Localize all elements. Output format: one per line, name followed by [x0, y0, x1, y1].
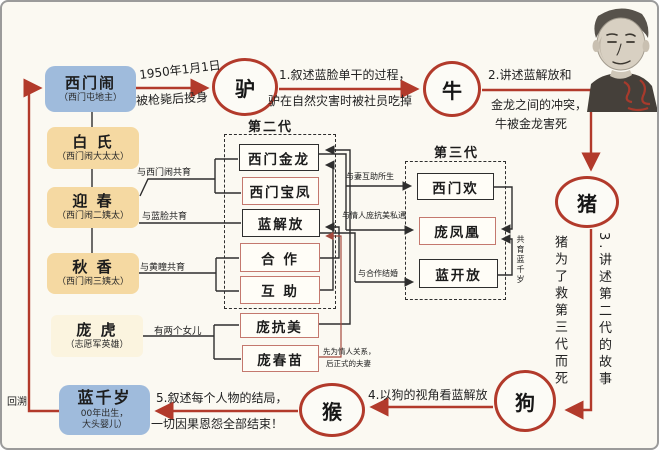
- edge-label-with-hezuo: 与合作结婚: [358, 269, 398, 278]
- gen3-box-ximen-huan: 西门欢: [417, 173, 494, 200]
- gen2-box-ximen-baofeng: 西门宝凤: [242, 177, 319, 205]
- character-desc-line1: 00年出生，: [80, 408, 129, 419]
- note-3-line2: 猪为了救第三代而死: [552, 235, 567, 388]
- character-box-lan-qiansui: 蓝千岁 00年出生， 大头婴儿）: [59, 385, 150, 435]
- character-desc-line2: 大头婴儿）: [81, 420, 127, 431]
- character-box-bai-shi: 白 氏 （西门闹大太太）: [47, 127, 139, 169]
- monkey-node: 猴: [299, 383, 365, 437]
- character-box-ying-chun: 迎 春 （西门闹二姨太）: [47, 187, 139, 228]
- gen3-box-pang-fenghuang: 庞凤凰: [419, 217, 496, 245]
- note-3-line1: 3.讲述第二代的故事: [596, 232, 611, 389]
- character-desc: （西门闹二姨太）: [56, 211, 129, 222]
- character-name: 西门闹: [64, 73, 116, 92]
- bracket-panghu-daughters: [143, 324, 241, 360]
- character-desc: （西门屯地主）: [58, 92, 122, 103]
- note-2-line2: 金龙之间的冲突，: [491, 98, 588, 112]
- arrow-kaifang-to-fenghuang: [497, 234, 513, 276]
- arrow-backtrack-to-ximennao: [23, 78, 59, 413]
- note-4: 4.以狗的视角看蓝解放: [368, 388, 488, 402]
- edge-label-with-huangtong: 与黄瞳共育: [140, 263, 186, 273]
- character-name: 迎 春: [72, 192, 114, 211]
- note-backtrack: 回溯: [7, 397, 27, 408]
- donkey-node: 驴: [212, 58, 278, 116]
- box-pang-chunmiao: 庞春苗: [242, 345, 319, 372]
- edge-label-lovers-first: 先为情人关系，: [323, 347, 376, 356]
- edge-label-with-ximennao: 与西门闹共育: [137, 168, 192, 178]
- ox-node: 牛: [423, 61, 481, 117]
- gen2-box-hezuo: 合 作: [240, 243, 320, 272]
- note-1-line1: 1.叙述蓝脸单干的过程，: [279, 68, 411, 82]
- character-box-qiu-xiang: 秋 香 （西门闹三姨太）: [47, 253, 139, 294]
- bracket-qiuxiang-hezuo-huzhu: [139, 257, 239, 292]
- edge-label-raise-lanqiansui: 共育蓝千岁: [516, 235, 525, 285]
- arrow-ximenhuan-to-fenghuang: [494, 186, 513, 234]
- edge-label-with-lanlian: 与蓝脸共育: [142, 212, 188, 222]
- note-5-line2: 一切因果恩怨全部结束！: [151, 417, 284, 431]
- gen3-box-lan-kaifang: 蓝开放: [419, 259, 498, 288]
- note-2-line1: 2.讲述蓝解放和: [488, 68, 572, 82]
- arrow-hezuo-to-jiefang: [320, 222, 340, 259]
- gen2-box-lan-jiefang: 蓝解放: [242, 209, 320, 237]
- gen2-label: 第二代: [248, 120, 294, 135]
- gen2-box-huzhu: 互 助: [240, 276, 320, 304]
- note-5-line1: 5.叙述每个人物的结局，: [156, 391, 288, 405]
- edge-label-married-later: 后正式的夫妻: [326, 359, 371, 368]
- character-box-pang-hu: 庞 虎 （志愿军英雄）: [51, 315, 143, 357]
- arrow-pig-to-dog: [564, 229, 593, 420]
- edge-label-two-daughters: 有两个女儿: [154, 326, 202, 337]
- bracket-yingchun-jinlong-baofeng: [139, 158, 241, 197]
- character-desc: （志愿军英雄）: [65, 339, 129, 350]
- character-desc: （西门闹三姨太）: [56, 277, 129, 288]
- character-name: 庞 虎: [76, 320, 118, 339]
- dog-node: 狗: [494, 370, 556, 432]
- arrow-kangmei-to-jinlong: [319, 145, 351, 325]
- character-desc: （西门闹大太太）: [56, 151, 129, 162]
- gen3-label: 第三代: [434, 146, 480, 161]
- edge-label-wife-huzhu: 与妻互助所生: [346, 172, 394, 181]
- character-name: 秋 香: [72, 258, 114, 277]
- gen2-frame: [224, 134, 336, 309]
- moyan-portrait: [587, 8, 657, 112]
- moyan-signature: [623, 79, 651, 112]
- character-name: 蓝千岁: [77, 388, 132, 408]
- family-lines: [91, 112, 513, 360]
- box-pang-kangmei: 庞抗美: [240, 313, 319, 338]
- note-2-line3: 牛被金龙害死: [495, 117, 568, 131]
- note-1-line2: 驴在自然灾害时被社员吃掉: [268, 94, 413, 108]
- gen3-frame: [405, 161, 506, 300]
- pig-node: 猪: [555, 176, 619, 228]
- arrow-chunmiao-to-jiefang: [319, 231, 342, 358]
- edge-label-lover-pangkangmei: 与情人庞抗美私通: [342, 211, 406, 220]
- gen2-box-ximen-jinlong: 西门金龙: [239, 144, 319, 171]
- character-name: 白 氏: [72, 132, 114, 151]
- character-box-ximen-nao: 西门闹 （西门屯地主）: [45, 66, 136, 112]
